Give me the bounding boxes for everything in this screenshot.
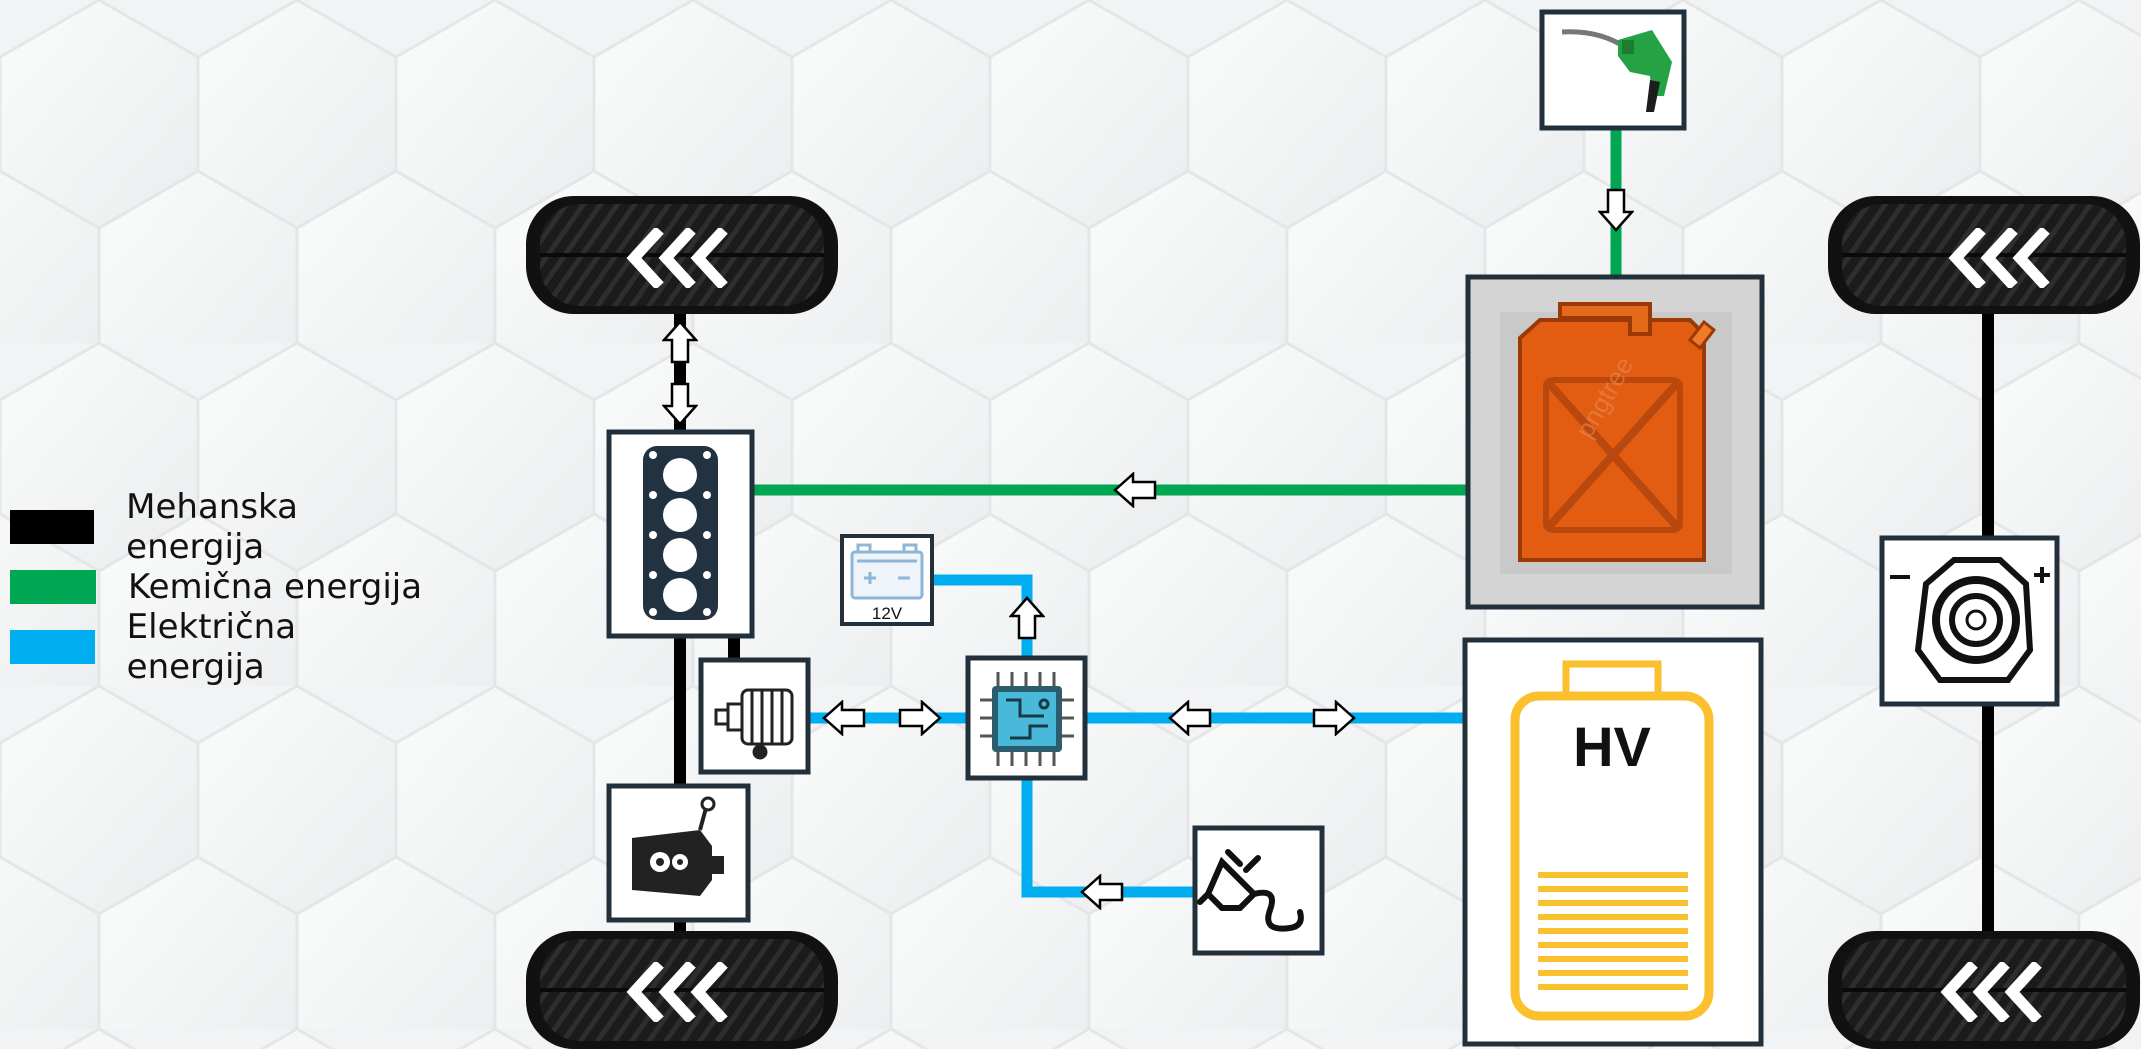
generator-icon: [714, 688, 794, 760]
inverter-chip-icon: [980, 672, 1074, 766]
arrow-up-engine-to-wheel: [662, 320, 698, 364]
battery-12v-icon: [850, 543, 924, 600]
arrow-down-fuel: [1598, 188, 1634, 232]
charging-plug-icon: [1197, 849, 1304, 932]
wheel-rear-left: [524, 929, 840, 1049]
battery-12v-node: 12V: [840, 534, 934, 626]
arrow-down-wheel-to-engine: [662, 382, 698, 426]
legend: Mehanska energija Kemična energija Elekt…: [10, 487, 440, 687]
legend-item-chemical: Kemična energija: [10, 557, 440, 617]
legend-item-electrical: Električna energija: [10, 607, 440, 687]
fuel-nozzle-node: [1539, 9, 1687, 131]
fuel-canister-node: pngtree: [1465, 274, 1765, 610]
legend-label-electrical: Električna energija: [126, 607, 297, 687]
mechanical-lines: [674, 270, 1994, 1049]
gearbox-icon: [632, 796, 724, 896]
legend-swatch-chemical: [10, 570, 96, 604]
charging-plug-node: [1192, 825, 1325, 956]
inverter-node: [965, 655, 1088, 781]
arrow-left-from-hv: [1168, 700, 1212, 736]
wheel-icon: [524, 929, 840, 1049]
wheel-front-right: [1826, 194, 2141, 316]
fuel-canister-icon: [1518, 302, 1717, 562]
battery-12v-label: 12V: [872, 604, 903, 623]
hv-battery-node: HV: [1462, 637, 1764, 1047]
legend-label-mechanical: Mehanska energija: [126, 487, 298, 567]
hv-battery-icon: [1510, 660, 1714, 1021]
legend-swatch-mechanical: [10, 510, 95, 544]
wheel-front-left: [524, 194, 840, 316]
arrow-left-to-generator: [822, 700, 866, 736]
arrow-right-to-inverter: [898, 700, 942, 736]
fuel-nozzle-icon: [1561, 29, 1672, 112]
electric-motor-icon: [1890, 557, 2050, 683]
generator-node: [698, 657, 811, 775]
legend-swatch-electrical: [10, 630, 95, 664]
arrow-right-to-hv: [1312, 700, 1356, 736]
hv-battery-label: HV: [1573, 715, 1651, 778]
gearbox-node: [606, 783, 751, 923]
electric-motor-node: [1879, 535, 2060, 707]
wheel-rear-right: [1826, 929, 2141, 1049]
engine-block-icon: [643, 446, 718, 620]
engine-node: [606, 429, 755, 639]
wheel-icon: [524, 194, 840, 316]
arrow-left-fuel-to-engine: [1113, 472, 1157, 508]
legend-label-chemical: Kemična energija: [128, 567, 423, 607]
legend-item-mechanical: Mehanska energija: [10, 487, 440, 567]
electrical-lines: [808, 574, 1465, 898]
arrow-left-from-plug: [1080, 874, 1124, 910]
arrow-up-to-12v: [1009, 596, 1045, 640]
